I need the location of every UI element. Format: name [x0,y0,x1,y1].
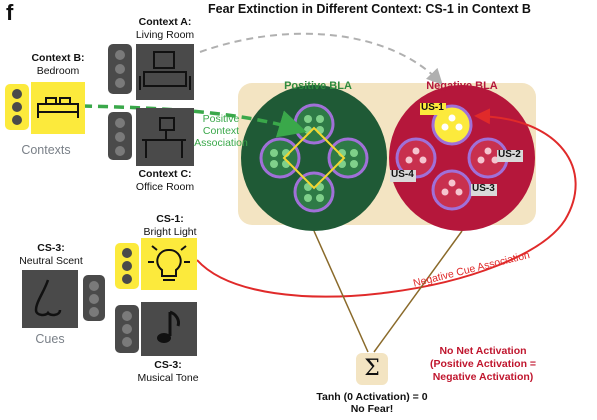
context-b-icon [5,82,85,134]
cs3-scent-name: CS-3: [37,242,65,254]
output-line2: No Fear! [350,403,394,415]
context-c-place: Office Room [135,181,195,193]
net-activation-line3: Negative Activation) [432,371,534,383]
cues-group-label: Cues [35,332,65,346]
diagram-title: Fear Extinction in Different Context: CS… [208,2,531,16]
cs3-tone-icon [115,302,197,356]
cs3-scent-icon [22,270,105,328]
cs1-name: CS-1: [156,213,184,225]
negative-bla-label: Negative BLA [426,80,498,92]
context-a-place: Living Room [135,29,195,41]
positive-context-association-arrow [81,104,307,138]
context-a-name: Context A: [138,16,192,28]
context-b-name: Context B: [31,52,85,64]
cs1-icon [115,238,197,290]
sum-symbol: Σ [364,356,380,381]
net-activation-line1: No Net Activation [439,345,527,357]
positive-bla-label: Positive BLA [284,80,352,92]
positive-context-association-line2: Context [202,125,240,137]
context-a-icon [108,44,194,100]
cs1-desc: Bright Light [143,226,197,238]
us3-label: US-3 [472,183,495,194]
context-c-icon [108,108,194,166]
contexts-group-label: Contexts [21,143,71,157]
context-b-place: Bedroom [36,65,80,77]
context-c-name: Context C: [138,168,192,180]
negative-cue-association-arrow [196,108,577,298]
cs3-tone-desc: Musical Tone [137,372,199,384]
net-activation-line2: (Positive Activation = [429,358,537,370]
cs3-scent-desc: Neutral Scent [19,255,83,267]
negative-bla-circle [389,85,535,231]
sum-box [356,353,388,385]
us2-label: US-2 [498,149,521,160]
panel-letter: f [6,0,14,25]
us4-label: US-4 [391,169,414,180]
context-a-arrow [199,32,443,85]
output-line1: Tanh (0 Activation) = 0 [316,391,428,403]
us1-label: US-1 [421,102,444,113]
cs3-tone-name: CS-3: [154,359,182,371]
positive-context-association-line1: Positive [202,113,240,125]
positive-context-association-line3: Association [194,137,248,149]
